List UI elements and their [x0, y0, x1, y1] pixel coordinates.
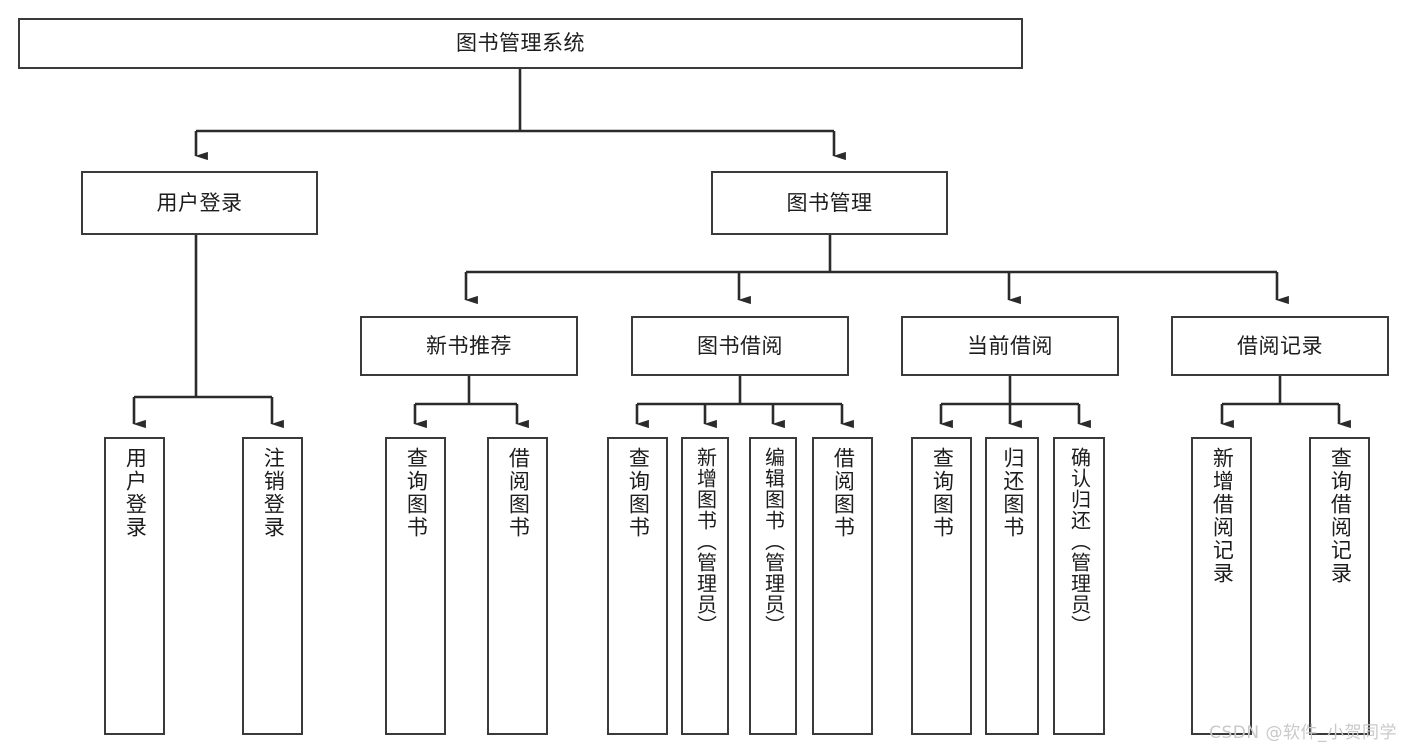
- node-leaf-query-book-recommend[interactable]: 查询图书: [385, 437, 446, 735]
- watermark-text: CSDN @软件_小贺同学: [1209, 723, 1397, 743]
- node-leaf-confirm-return-admin[interactable]: 确认归还（管理员）: [1053, 437, 1105, 735]
- node-root-system[interactable]: 图书管理系统: [18, 18, 1023, 69]
- node-new-book-recommend-label: 新书推荐: [426, 333, 512, 358]
- node-leaf-borrow-book[interactable]: 借阅图书: [812, 437, 873, 735]
- node-leaf-query-book-borrow[interactable]: 查询图书: [607, 437, 668, 735]
- node-leaf-add-borrow-record-label: 新增借阅记录: [1210, 447, 1235, 585]
- node-leaf-logout[interactable]: 注销登录: [242, 437, 303, 735]
- node-leaf-borrow-book-label: 借阅图书: [831, 447, 856, 539]
- node-user-login-label: 用户登录: [156, 190, 243, 215]
- node-leaf-edit-book-admin-label: 编辑图书（管理员）: [761, 447, 786, 636]
- node-book-management[interactable]: 图书管理: [711, 171, 948, 235]
- node-leaf-logout-label: 注销登录: [261, 447, 286, 539]
- node-current-borrow[interactable]: 当前借阅: [901, 316, 1119, 376]
- node-leaf-add-book-admin[interactable]: 新增图书（管理员）: [681, 437, 729, 735]
- node-leaf-query-book-recommend-label: 查询图书: [404, 447, 429, 539]
- node-leaf-edit-book-admin[interactable]: 编辑图书（管理员）: [749, 437, 797, 735]
- node-leaf-add-book-admin-label: 新增图书（管理员）: [693, 447, 718, 636]
- node-new-book-recommend[interactable]: 新书推荐: [360, 316, 578, 376]
- node-leaf-confirm-return-admin-label: 确认归还（管理员）: [1067, 447, 1092, 636]
- node-book-management-label: 图书管理: [786, 190, 873, 215]
- node-root-system-label: 图书管理系统: [456, 31, 585, 56]
- node-borrow-record-label: 借阅记录: [1237, 333, 1323, 358]
- node-leaf-query-book-current[interactable]: 查询图书: [911, 437, 972, 735]
- node-user-login[interactable]: 用户登录: [81, 171, 318, 235]
- node-leaf-query-borrow-record[interactable]: 查询借阅记录: [1309, 437, 1370, 735]
- node-current-borrow-label: 当前借阅: [967, 333, 1053, 358]
- node-borrow-record[interactable]: 借阅记录: [1171, 316, 1389, 376]
- node-book-borrow[interactable]: 图书借阅: [631, 316, 849, 376]
- node-leaf-query-book-current-label: 查询图书: [930, 447, 955, 539]
- node-leaf-add-borrow-record[interactable]: 新增借阅记录: [1191, 437, 1252, 735]
- node-leaf-return-book-label: 归还图书: [1000, 447, 1025, 539]
- node-leaf-return-book[interactable]: 归还图书: [985, 437, 1039, 735]
- node-leaf-user-login[interactable]: 用户登录: [104, 437, 165, 735]
- node-leaf-borrow-book-recommend-label: 借阅图书: [506, 447, 531, 539]
- node-leaf-query-borrow-record-label: 查询借阅记录: [1328, 447, 1353, 585]
- node-book-borrow-label: 图书借阅: [697, 333, 783, 358]
- node-leaf-query-book-borrow-label: 查询图书: [626, 447, 651, 539]
- node-leaf-user-login-label: 用户登录: [123, 447, 148, 539]
- connector-lines: [132, 69, 1351, 429]
- node-leaf-borrow-book-recommend[interactable]: 借阅图书: [487, 437, 548, 735]
